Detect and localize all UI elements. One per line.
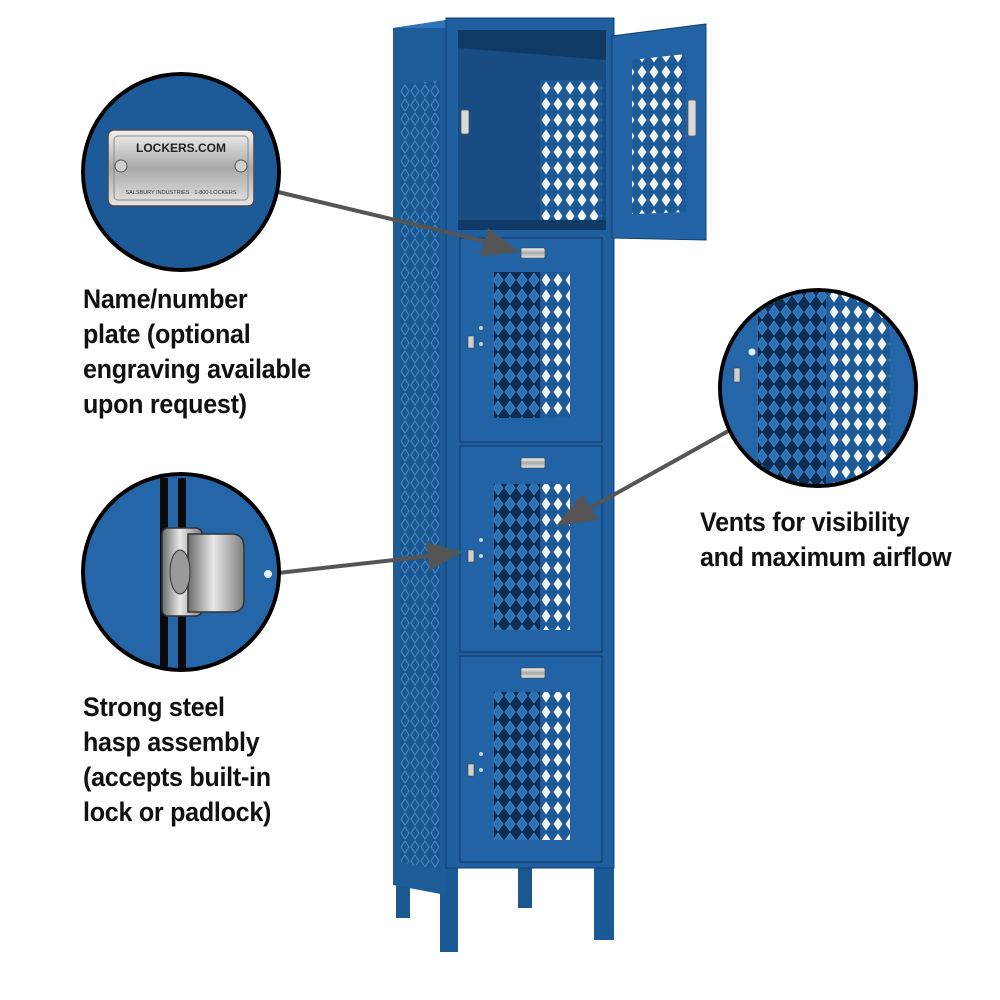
hasp bbox=[733, 367, 741, 383]
number-plate bbox=[520, 457, 546, 469]
name-plate-detail: LOCKERS.COM SALSBURY INDUSTRIES · 1-800-… bbox=[81, 72, 281, 272]
number-plate bbox=[520, 667, 546, 679]
rivet-icon bbox=[748, 348, 756, 356]
vents-caption: Vents for visibility and maximum airflow bbox=[700, 505, 952, 575]
caption-line: and maximum airflow bbox=[700, 542, 952, 572]
locker-door[interactable] bbox=[459, 237, 603, 443]
number-plate bbox=[520, 247, 546, 259]
plate-maker: SALSBURY INDUSTRIES · 1-800-LOCKERS bbox=[125, 190, 236, 196]
arrow-to-vents bbox=[556, 428, 731, 526]
arrow-to-hasp bbox=[277, 542, 462, 575]
screw-icon bbox=[114, 159, 128, 173]
hasp-detail bbox=[81, 472, 281, 672]
caption-line: (accepts built-in bbox=[83, 762, 271, 792]
hasp[interactable] bbox=[467, 549, 475, 563]
caption-line: Strong steel bbox=[83, 692, 225, 722]
locker-door[interactable] bbox=[459, 655, 603, 863]
caption-line: upon request) bbox=[83, 389, 247, 419]
plate-brand: LOCKERS.COM bbox=[136, 141, 226, 155]
caption-line: hasp assembly bbox=[83, 727, 260, 757]
name-plate bbox=[107, 129, 255, 207]
rivet-icon bbox=[264, 570, 272, 578]
caption-line: Name/number bbox=[83, 284, 248, 314]
locker bbox=[393, 17, 707, 952]
locker-door[interactable] bbox=[459, 445, 603, 653]
caption-line: plate (optional bbox=[83, 319, 251, 349]
hasp[interactable] bbox=[467, 763, 475, 777]
screw-icon bbox=[234, 159, 248, 173]
callout-arrows bbox=[277, 190, 731, 575]
interior-back-vent bbox=[540, 80, 602, 230]
hasp[interactable] bbox=[467, 335, 475, 349]
locker-leg bbox=[594, 862, 614, 940]
caption-line: engraving available bbox=[83, 354, 311, 384]
locker-leg bbox=[518, 862, 532, 908]
caption-line: Vents for visibility bbox=[700, 507, 910, 537]
latch-hardware bbox=[460, 109, 470, 135]
hasp-caption: Strong steel hasp assembly (accepts buil… bbox=[83, 690, 271, 830]
arrow-to-name-plate bbox=[277, 190, 520, 256]
vent-detail bbox=[718, 288, 918, 488]
caption-line: lock or padlock) bbox=[83, 797, 272, 827]
name-plate-caption: Name/number plate (optional engraving av… bbox=[83, 282, 311, 422]
